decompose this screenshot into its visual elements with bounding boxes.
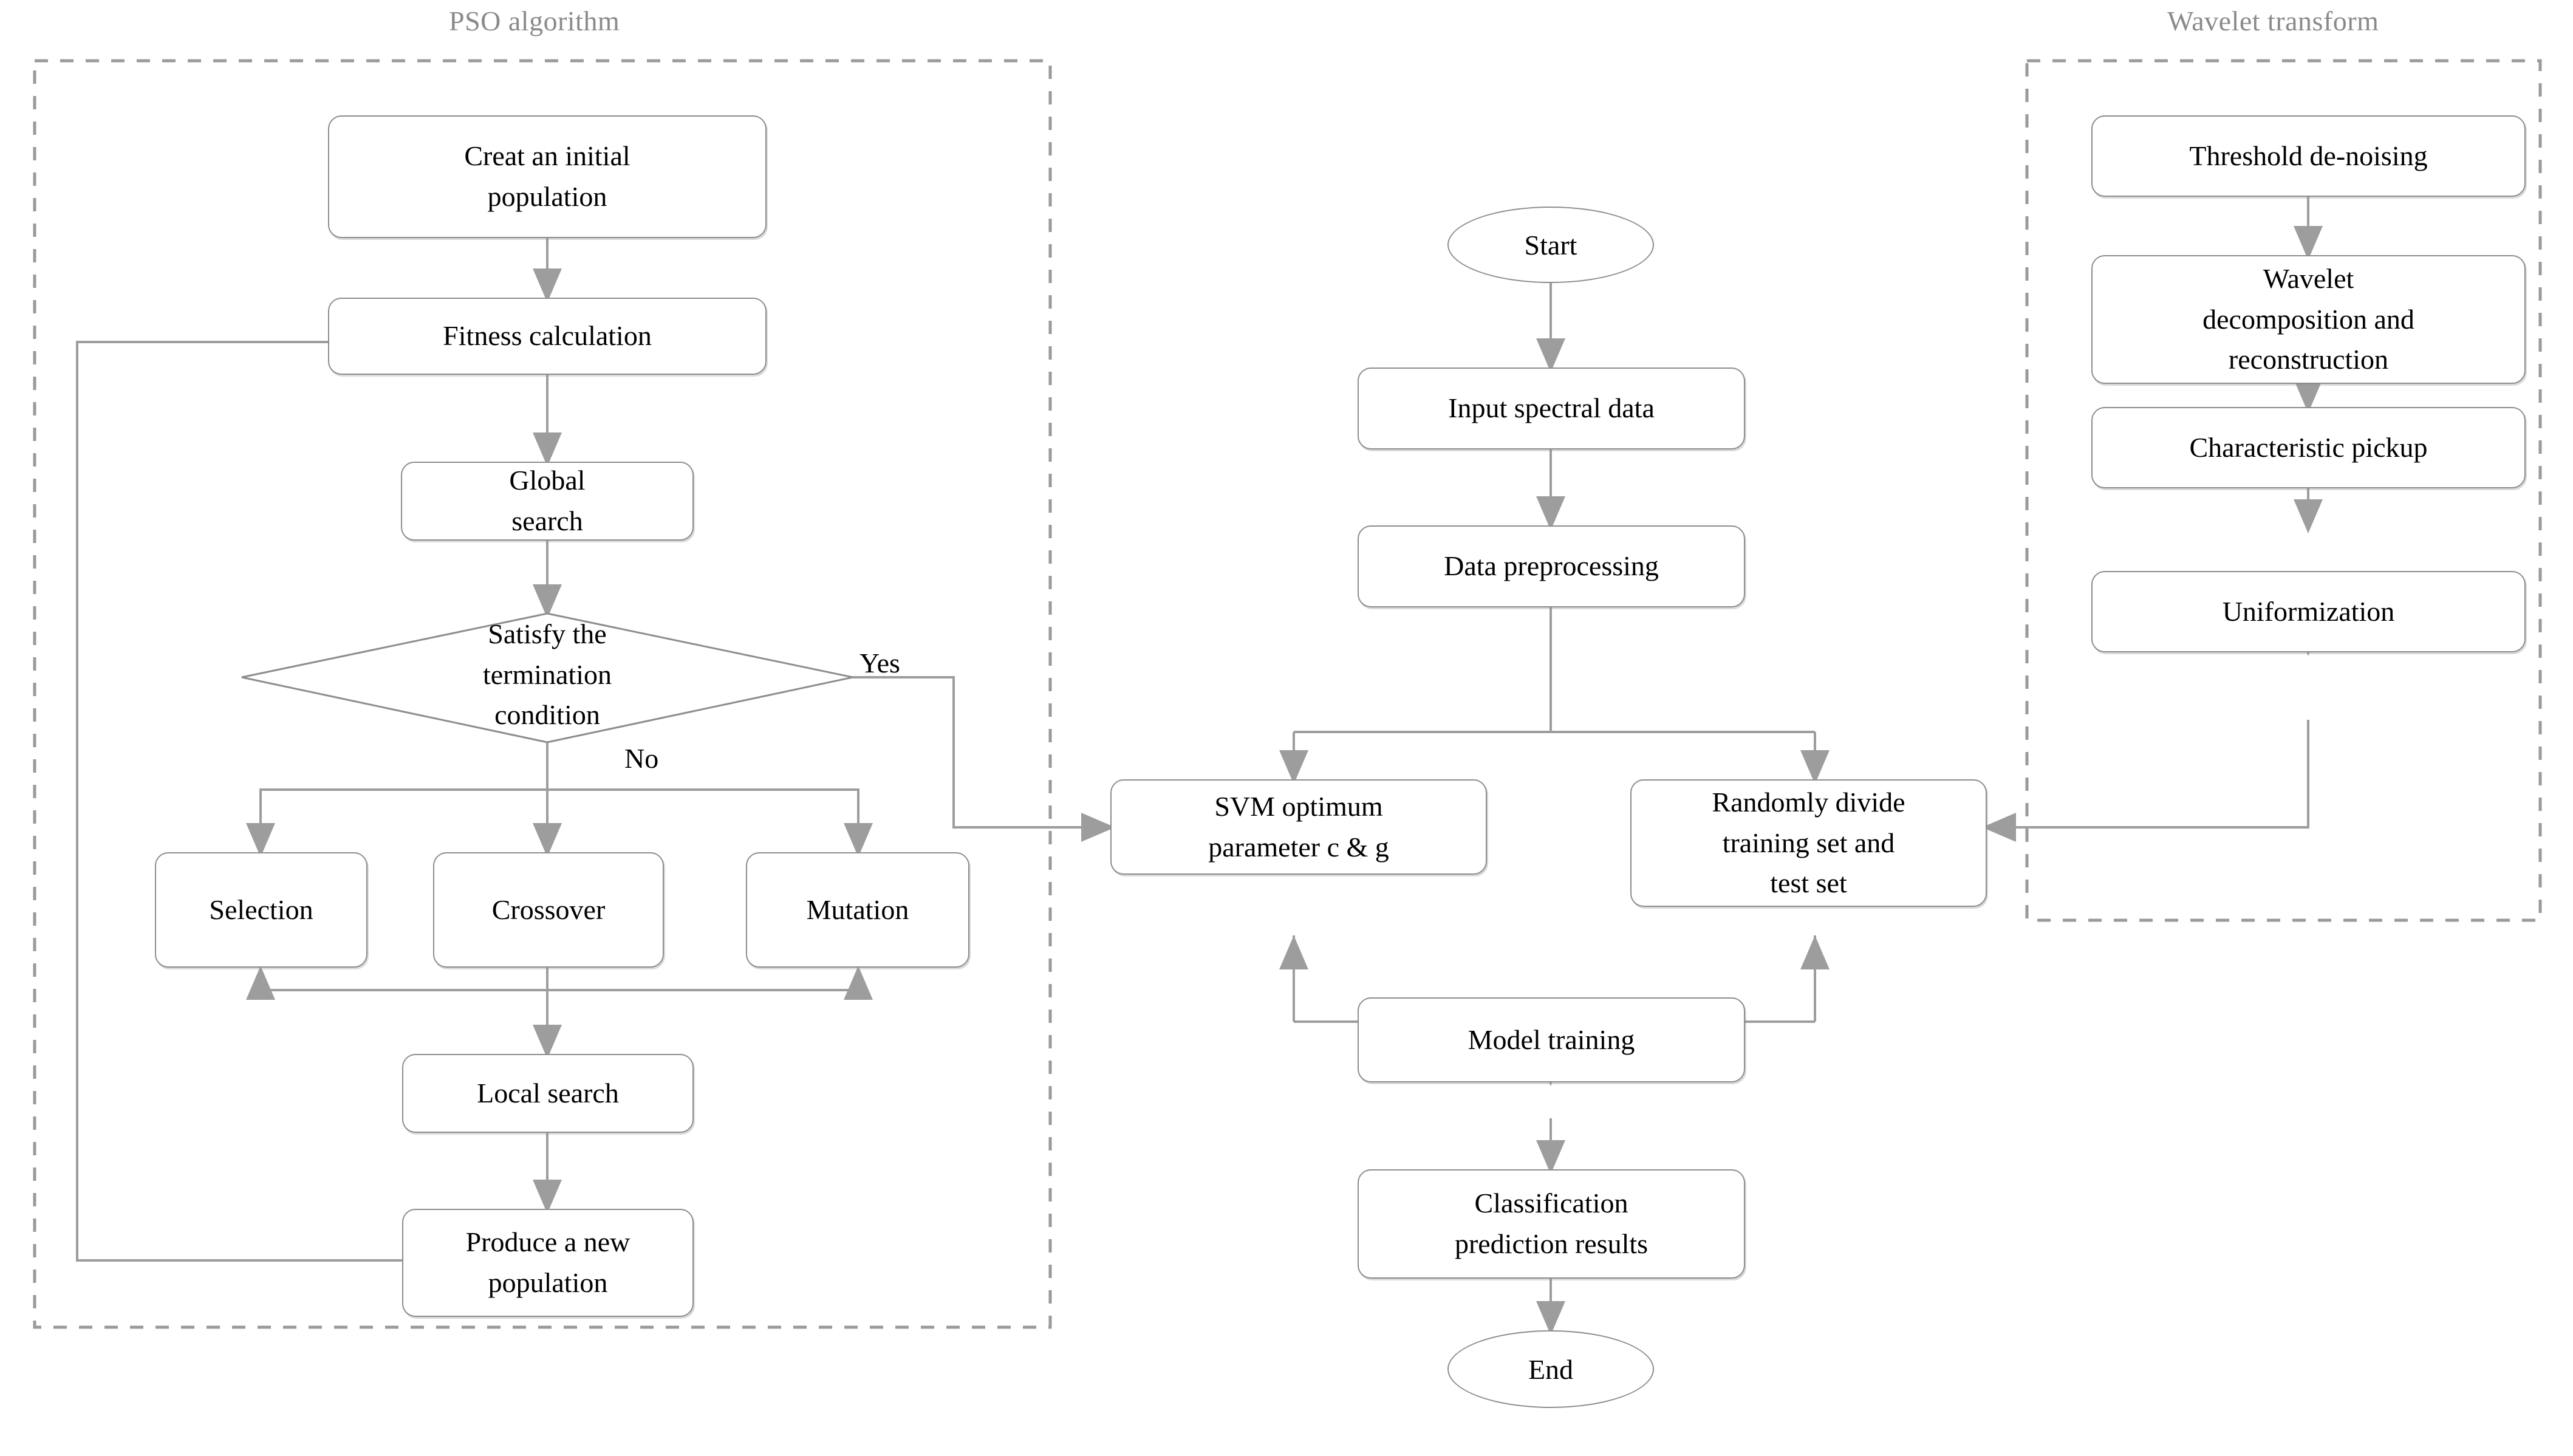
node-crossover[interactable]: Crossover: [433, 852, 664, 968]
node-threshold-denoising[interactable]: Threshold de-noising: [2091, 115, 2526, 197]
node-wavelet-decomposition-line2: decomposition and: [2202, 303, 2414, 335]
node-uniformization-label: Uniformization: [2222, 595, 2395, 627]
node-end[interactable]: End: [1447, 1330, 1654, 1408]
node-data-preprocessing[interactable]: Data preprocessing: [1358, 525, 1745, 607]
termination-diamond: [241, 612, 853, 743]
node-fitness-calculation-label: Fitness calculation: [443, 320, 652, 352]
node-wavelet-decomposition-line3: reconstruction: [2228, 344, 2389, 375]
node-svm-optimum-parameter-line2: parameter c & g: [1208, 831, 1389, 863]
node-randomly-divide-line3: test set: [1770, 867, 1847, 899]
node-create-population-line1: Creat an initial: [464, 140, 630, 172]
node-crossover-label: Crossover: [491, 894, 606, 925]
node-svm-optimum-parameter[interactable]: SVM optimum parameter c & g: [1110, 779, 1487, 875]
node-randomly-divide-line2: training set and: [1722, 827, 1895, 858]
node-global-search[interactable]: Global search: [401, 462, 694, 541]
node-characteristic-pickup-label: Characteristic pickup: [2189, 431, 2428, 463]
node-randomly-divide[interactable]: Randomly divide training set and test se…: [1630, 779, 1987, 907]
node-create-population-line2: population: [487, 181, 607, 212]
node-produce-population-line2: population: [488, 1267, 608, 1298]
node-input-spectral-data[interactable]: Input spectral data: [1358, 367, 1745, 449]
node-produce-population-line1: Produce a new: [465, 1226, 630, 1258]
node-classification-prediction-line1: Classification: [1474, 1188, 1628, 1219]
node-input-spectral-data-label: Input spectral data: [1448, 392, 1655, 424]
node-data-preprocessing-label: Data preprocessing: [1444, 550, 1659, 582]
node-global-search-line2: search: [511, 505, 583, 536]
panel-label-pso: PSO algorithm: [449, 5, 620, 36]
node-wavelet-decomposition-line1: Wavelet: [2263, 262, 2354, 294]
node-mutation-label: Mutation: [806, 894, 909, 925]
node-local-search[interactable]: Local search: [402, 1054, 694, 1133]
wavelet-panel-frame: [2025, 59, 2542, 922]
node-model-training-label: Model training: [1468, 1024, 1635, 1055]
panel-label-wavelet: Wavelet transform: [2167, 5, 2379, 36]
node-create-population[interactable]: Creat an initial population: [328, 115, 767, 238]
node-mutation[interactable]: Mutation: [746, 852, 969, 968]
node-selection-label: Selection: [209, 894, 313, 925]
node-uniformization[interactable]: Uniformization: [2091, 571, 2526, 652]
node-selection[interactable]: Selection: [155, 852, 367, 968]
node-fitness-calculation[interactable]: Fitness calculation: [328, 298, 767, 375]
node-classification-prediction[interactable]: Classification prediction results: [1358, 1169, 1745, 1279]
node-model-training[interactable]: Model training: [1358, 997, 1745, 1082]
node-local-search-label: Local search: [477, 1077, 619, 1109]
node-svm-optimum-parameter-line1: SVM optimum: [1214, 790, 1383, 822]
node-end-label: End: [1528, 1353, 1574, 1385]
node-threshold-denoising-label: Threshold de-noising: [2189, 140, 2428, 171]
node-classification-prediction-line2: prediction results: [1454, 1228, 1649, 1259]
node-produce-population[interactable]: Produce a new population: [402, 1209, 694, 1317]
node-global-search-line1: Global: [509, 465, 586, 496]
pso-panel-frame: [33, 59, 1052, 1329]
node-start[interactable]: Start: [1447, 207, 1654, 283]
node-characteristic-pickup[interactable]: Characteristic pickup: [2091, 407, 2526, 488]
edge-label-no: No: [624, 743, 659, 774]
node-randomly-divide-line1: Randomly divide: [1712, 786, 1905, 818]
edge-label-yes: Yes: [859, 648, 900, 678]
node-start-label: Start: [1524, 229, 1577, 261]
node-wavelet-decomposition[interactable]: Wavelet decomposition and reconstruction: [2091, 255, 2526, 384]
